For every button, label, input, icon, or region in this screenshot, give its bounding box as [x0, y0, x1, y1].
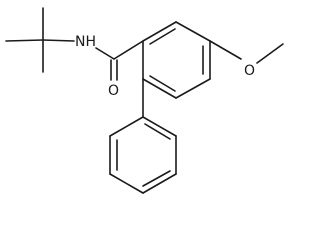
tert-butyl-group	[5, 7, 75, 73]
phenyl-ring	[109, 116, 177, 194]
bond-nitrogen-to-carbonyl	[95, 47, 115, 60]
carbonyl-oxygen-label: O	[108, 83, 119, 99]
bond-tbu-methyl-left	[5, 39, 44, 42]
bond-ether-oxygen-to-methyl	[256, 43, 284, 64]
central-benzene-ring	[142, 21, 211, 99]
ring-bond	[142, 78, 177, 99]
bond-ring-to-ether-oxygen	[209, 40, 242, 60]
amide-nitrogen-label: NH	[75, 34, 96, 50]
ring-bond	[142, 21, 177, 42]
ring-bond	[142, 173, 177, 194]
ring-bond	[109, 173, 144, 194]
ring-bond	[109, 116, 144, 137]
amide-group: NH O	[75, 34, 144, 99]
ether-oxygen-label: O	[244, 63, 255, 79]
ring-bond-inner	[144, 123, 171, 140]
ring-bond	[142, 116, 177, 137]
chemical-structure: NH O O	[5, 7, 284, 194]
ring-bond-inner	[142, 170, 171, 187]
ring-bond	[175, 78, 211, 99]
ring-bond-inner	[149, 28, 176, 45]
ring-bond	[175, 21, 211, 42]
bond-tbu-to-nitrogen	[42, 39, 75, 42]
bond-carbonyl-to-ring	[113, 40, 144, 60]
methoxy-group: O	[209, 40, 284, 79]
ring-bond-inner	[149, 75, 176, 92]
